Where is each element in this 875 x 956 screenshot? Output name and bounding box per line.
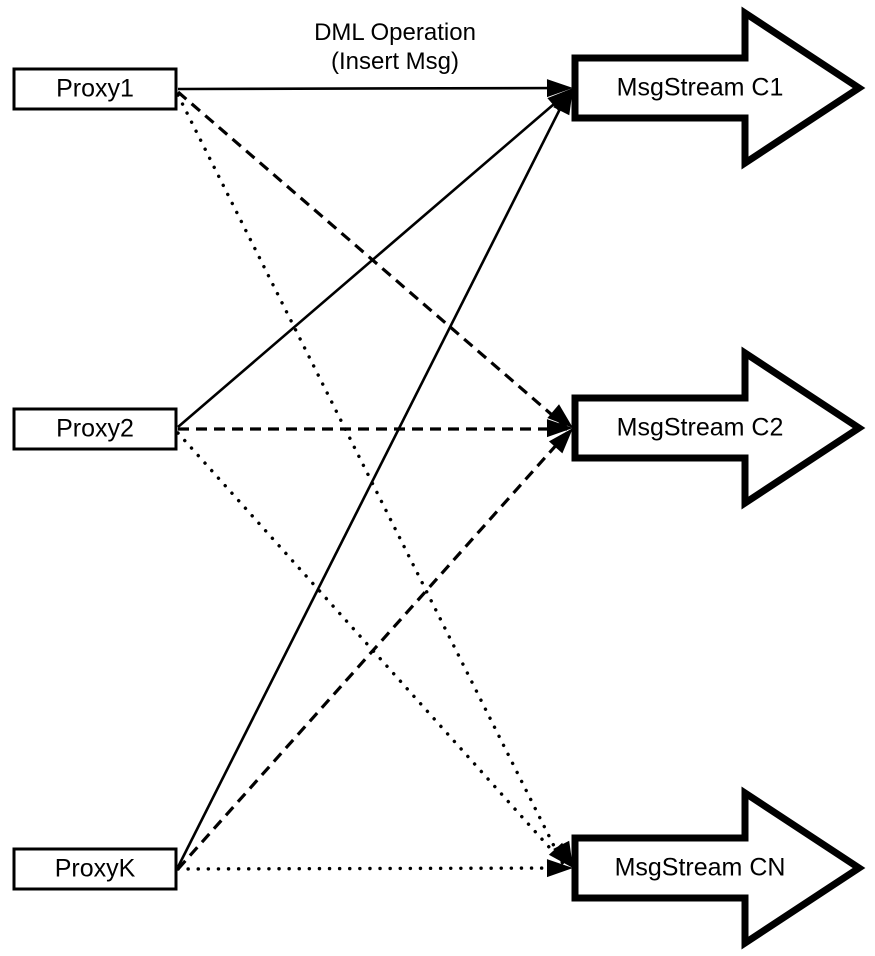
proxy-node-proxy2[interactable]: Proxy2 xyxy=(12,407,178,451)
proxy-box-proxy1 xyxy=(12,67,178,111)
stream-arrow-shape-msgstream-c2 xyxy=(571,346,866,510)
edge-proxyk-to-c2 xyxy=(176,431,569,871)
proxy-node-proxyk[interactable]: ProxyK xyxy=(12,847,178,891)
arrowhead-proxy2-to-cn xyxy=(548,842,573,868)
arrowhead-proxyk-to-c2 xyxy=(548,428,573,454)
arrowhead-proxyk-to-cn xyxy=(546,859,573,878)
annotations-layer: DML Operation(Insert Msg) xyxy=(314,19,476,75)
arrowhead-proxy2-to-c1 xyxy=(547,88,573,112)
proxy-label-proxy2: Proxy2 xyxy=(56,415,134,443)
stream-node-msgstream-c1[interactable]: MsgStream C1 xyxy=(571,6,866,170)
stream-node-msgstream-cn[interactable]: MsgStream CN xyxy=(571,786,866,950)
edge-proxy2-to-cn xyxy=(176,431,568,868)
proxy-label-proxyk: ProxyK xyxy=(55,855,136,883)
edge-proxy2-to-c1 xyxy=(177,91,569,428)
streams-layer: MsgStream C1 MsgStream C2 MsgStream CN xyxy=(571,6,866,950)
proxy-box-proxyk xyxy=(12,847,178,891)
annotation-dml-operation: DML Operation(Insert Msg) xyxy=(314,19,476,75)
edges-layer xyxy=(176,86,570,871)
stream-label-msgstream-c2: MsgStream C2 xyxy=(617,414,784,442)
stream-node-msgstream-c2[interactable]: MsgStream C2 xyxy=(571,346,866,510)
arrowhead-proxy1-to-c1 xyxy=(546,79,573,98)
arrowhead-proxy1-to-c2 xyxy=(547,404,573,428)
stream-arrow-shape-msgstream-cn xyxy=(571,786,866,950)
stream-arrow-shape-msgstream-c1 xyxy=(571,6,866,170)
proxy-node-proxy1[interactable]: Proxy1 xyxy=(12,67,178,111)
proxy-label-proxy1: Proxy1 xyxy=(56,75,134,103)
edge-proxyk-to-c1 xyxy=(176,94,569,868)
proxy-box-proxy2 xyxy=(12,407,178,451)
arrowhead-proxyk-to-c1 xyxy=(553,88,573,116)
annotation-line2-dml-operation: (Insert Msg) xyxy=(331,48,459,75)
arrowhead-proxy2-to-c2 xyxy=(546,419,573,438)
stream-label-msgstream-cn: MsgStream CN xyxy=(615,854,786,882)
annotation-line1-dml-operation: DML Operation xyxy=(314,19,476,46)
stream-label-msgstream-c1: MsgStream C1 xyxy=(617,74,784,102)
edge-proxyk-to-cn xyxy=(176,866,570,871)
arrowheads-layer xyxy=(546,79,573,878)
edge-proxy1-to-c1 xyxy=(177,86,570,91)
edge-proxy1-to-cn xyxy=(176,93,566,868)
